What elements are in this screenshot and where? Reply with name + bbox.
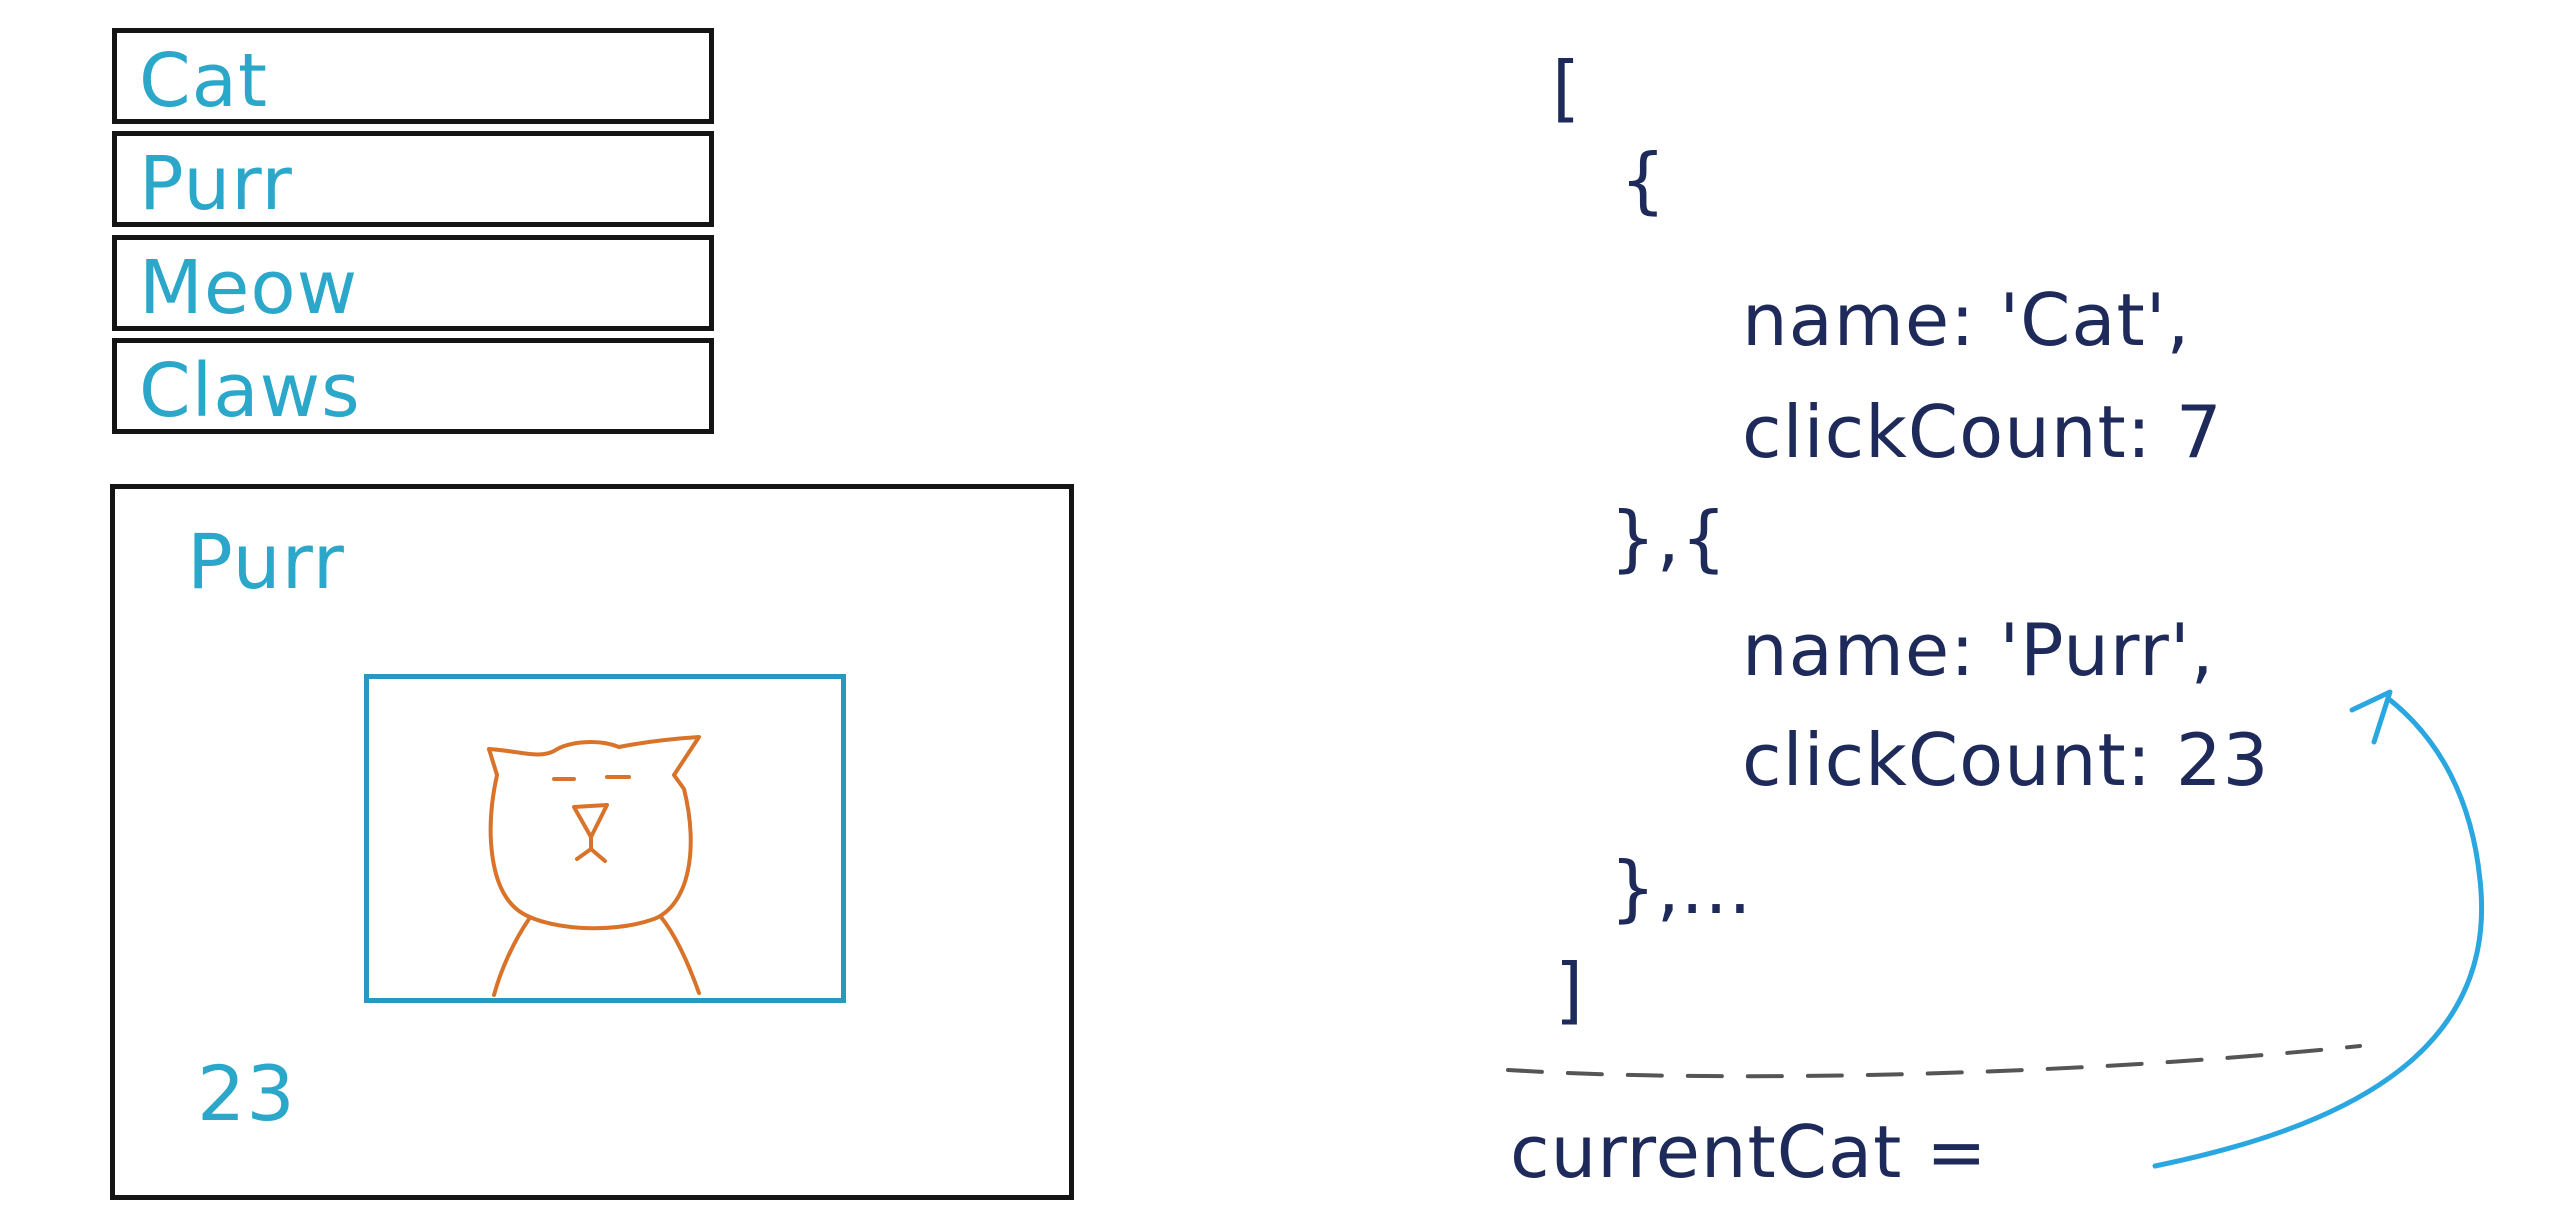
cat-list-item-label: Claws [139, 348, 361, 434]
array-open-bracket: [ [1552, 46, 1582, 130]
object1-count-line: clickCount: 7 [1742, 390, 2223, 474]
object1-open-brace: { [1620, 138, 1667, 222]
cat-list-item-label: Cat [139, 38, 269, 124]
detail-click-count: 23 [197, 1049, 296, 1138]
object-separator: },{ [1610, 496, 1728, 580]
object-close-more: },... [1610, 846, 1753, 930]
cat-left-ear [487, 747, 499, 777]
arrow-head-icon [2349, 689, 2393, 745]
cat-drawing-image[interactable] [369, 679, 841, 998]
cat-list-item-purr[interactable]: Purr [112, 131, 714, 227]
array-close-bracket: ] [1555, 948, 1585, 1032]
cat-list-item-meow[interactable]: Meow [112, 235, 714, 331]
cat-detail-panel: Purr 23 [110, 484, 1074, 1200]
object1-name-line: name: 'Cat', [1742, 278, 2191, 362]
object2-count-line: clickCount: 23 [1742, 718, 2270, 802]
cat-list-item-claws[interactable]: Claws [112, 338, 714, 434]
dashed-divider-line [1506, 1044, 2362, 1079]
cat-head-top [487, 735, 701, 777]
detail-cat-name: Purr [187, 517, 345, 606]
object2-name-line: name: 'Purr', [1742, 608, 2215, 692]
cat-list-item-label: Purr [139, 141, 293, 227]
cat-list-item-label: Meow [139, 245, 359, 331]
current-cat-label: currentCat = [1510, 1110, 1988, 1194]
cat-image-frame[interactable] [364, 674, 846, 1003]
cat-list-item-cat[interactable]: Cat [112, 28, 714, 124]
